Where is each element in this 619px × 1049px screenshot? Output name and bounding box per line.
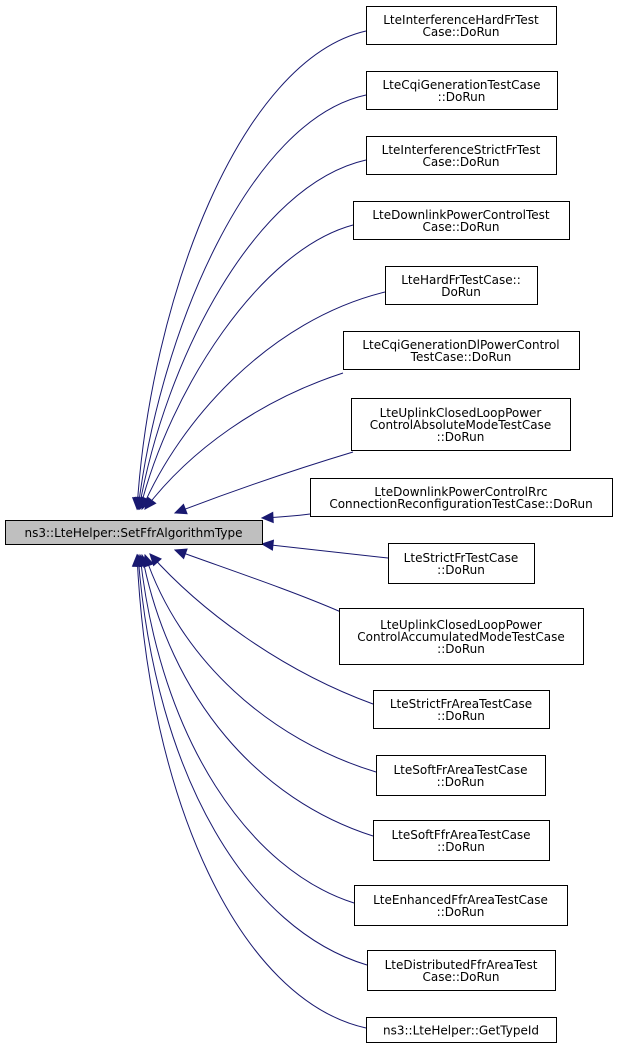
edge-strict-fr-area (149, 553, 374, 705)
caller-node-uplink-closed-loop-accumulated-label-line: ::DoRun (437, 642, 485, 656)
caller-node-uplink-closed-loop-absolute-box (351, 398, 571, 451)
caller-node-interference-strict-fr-label-line: LteInterferenceStrictFrTest (382, 143, 541, 157)
edge-interference-strict-fr (138, 159, 367, 510)
caller-node-downlink-power-control-rrc-label-line: LteDownlinkPowerControlRrc (374, 485, 547, 499)
caller-node-interference-hard-fr-label-line: Case::DoRun (422, 25, 499, 39)
caller-node-soft-fr-area[interactable]: LteSoftFrAreaTestCase::DoRun (376, 755, 546, 796)
edge-distributed-ffr-area (137, 554, 368, 966)
caller-node-soft-fr-area-box (376, 755, 546, 796)
caller-node-strict-fr[interactable]: LteStrictFrTestCase::DoRun (388, 543, 535, 584)
caller-node-uplink-closed-loop-accumulated[interactable]: LteUplinkClosedLoopPowerControlAccumulat… (339, 608, 584, 665)
caller-node-cqi-generation-dl-power-box (343, 331, 580, 370)
caller-node-soft-ffr-area[interactable]: LteSoftFfrAreaTestCase::DoRun (373, 820, 550, 861)
caller-node-strict-fr-label-line: ::DoRun (437, 563, 485, 577)
caller-node-uplink-closed-loop-absolute-label-line: ::DoRun (437, 430, 485, 444)
edge-arrowhead (173, 503, 188, 515)
main-node-label-line: ns3::LteHelper::SetFfrAlgorithmType (25, 526, 243, 540)
edge-arrowhead (131, 553, 144, 567)
caller-node-cqi-generation-label-line: LteCqiGenerationTestCase (382, 78, 540, 92)
caller-node-get-type-id[interactable]: ns3::LteHelper::GetTypeId (366, 1017, 557, 1043)
caller-node-uplink-closed-loop-absolute-label-line: ControlAbsoluteModeTestCase (370, 418, 552, 432)
edge-arrowhead (173, 548, 188, 560)
caller-node-uplink-closed-loop-absolute[interactable]: LteUplinkClosedLoopPowerControlAbsoluteM… (351, 398, 571, 451)
main-node-box (5, 520, 263, 545)
main-node[interactable]: ns3::LteHelper::SetFfrAlgorithmType (5, 520, 263, 545)
caller-node-soft-fr-area-label-line: ::DoRun (437, 775, 485, 789)
caller-node-hard-fr[interactable]: LteHardFrTestCase::DoRun (385, 266, 538, 305)
edge-arrowhead (260, 511, 274, 524)
caller-node-strict-fr-area-label-line: ::DoRun (437, 709, 485, 723)
caller-node-enhanced-ffr-area[interactable]: LteEnhancedFfrAreaTestCase::DoRun (354, 885, 568, 926)
caller-node-uplink-closed-loop-accumulated-label-line: ControlAccumulatedModeTestCase (357, 630, 565, 644)
edge-hard-fr (141, 291, 386, 510)
edge-arrowhead (144, 496, 157, 510)
caller-node-interference-hard-fr-box (366, 6, 557, 45)
caller-node-interference-strict-fr-box (366, 136, 557, 175)
caller-node-soft-ffr-area-label-line: LteSoftFfrAreaTestCase (391, 828, 530, 842)
caller-node-soft-ffr-area-box (373, 820, 550, 861)
caller-node-distributed-ffr-area-label-line: Case::DoRun (422, 970, 499, 984)
caller-node-strict-fr-label-line: LteStrictFrTestCase (404, 551, 519, 565)
caller-node-cqi-generation[interactable]: LteCqiGenerationTestCase::DoRun (366, 71, 558, 110)
edge-strict-fr (261, 543, 389, 559)
nodes-layer: ns3::LteHelper::SetFfrAlgorithmType LteIn… (5, 6, 613, 1043)
edge-arrowhead (260, 539, 275, 551)
caller-node-downlink-power-control-rrc-box (310, 478, 613, 517)
caller-node-downlink-power-control-box (353, 201, 570, 240)
edge-soft-ffr-area (141, 554, 374, 837)
caller-node-downlink-power-control-label-line: Case::DoRun (422, 220, 499, 234)
caller-node-strict-fr-box (388, 543, 535, 584)
edge-interference-hard-fr (136, 30, 367, 510)
caller-node-strict-fr-area[interactable]: LteStrictFrAreaTestCase::DoRun (373, 690, 550, 729)
caller-node-soft-ffr-area-label-line: ::DoRun (437, 840, 485, 854)
caller-node-distributed-ffr-area-label-line: LteDistributedFfrAreaTest (385, 958, 538, 972)
edge-uplink-closed-loop-accumulated (174, 549, 342, 613)
caller-node-downlink-power-control-label-line: LteDownlinkPowerControlTest (372, 208, 550, 222)
caller-node-hard-fr-label-line: LteHardFrTestCase:: (401, 273, 521, 287)
caller-node-strict-fr-area-label-line: LteStrictFrAreaTestCase (390, 697, 532, 711)
caller-node-enhanced-ffr-area-label-line: LteEnhancedFfrAreaTestCase (373, 893, 548, 907)
edge-downlink-power-control (139, 224, 354, 510)
caller-node-interference-strict-fr-label-line: Case::DoRun (422, 155, 499, 169)
caller-node-cqi-generation-label-line: ::DoRun (438, 90, 486, 104)
caller-node-cqi-generation-dl-power-label-line: TestCase::DoRun (410, 350, 512, 364)
edge-cqi-generation (137, 94, 367, 510)
caller-node-strict-fr-area-box (373, 690, 550, 729)
caller-node-get-type-id-box (366, 1017, 557, 1043)
edge-soft-fr-area (144, 554, 377, 773)
caller-node-downlink-power-control-rrc[interactable]: LteDownlinkPowerControlRrcConnectionReco… (310, 478, 613, 517)
caller-node-soft-fr-area-label-line: LteSoftFrAreaTestCase (393, 763, 527, 777)
edges-layer (131, 30, 389, 1029)
caller-node-cqi-generation-box (366, 71, 558, 110)
caller-node-downlink-power-control-rrc-label-line: ConnectionReconfigurationTestCase::DoRun (329, 497, 592, 511)
caller-node-hard-fr-label-line: DoRun (441, 285, 481, 299)
caller-node-uplink-closed-loop-absolute-label-line: LteUplinkClosedLoopPower (380, 406, 542, 420)
caller-node-uplink-closed-loop-accumulated-label-line: LteUplinkClosedLoopPower (380, 618, 542, 632)
caller-node-interference-hard-fr-label-line: LteInterferenceHardFrTest (383, 13, 539, 27)
caller-node-hard-fr-box (385, 266, 538, 305)
caller-node-cqi-generation-dl-power[interactable]: LteCqiGenerationDlPowerControlTestCase::… (343, 331, 580, 370)
caller-node-cqi-generation-dl-power-label-line: LteCqiGenerationDlPowerControl (362, 338, 559, 352)
edge-uplink-closed-loop-absolute (174, 451, 354, 514)
edge-get-type-id (136, 554, 367, 1029)
caller-node-enhanced-ffr-area-label-line: ::DoRun (437, 905, 485, 919)
caller-node-uplink-closed-loop-accumulated-box (339, 608, 584, 665)
caller-node-distributed-ffr-area-box (367, 950, 556, 991)
edge-enhanced-ffr-area (139, 554, 355, 904)
edge-cqi-generation-dl-power (144, 372, 344, 510)
caller-node-get-type-id-label-line: ns3::LteHelper::GetTypeId (383, 1024, 539, 1038)
caller-node-enhanced-ffr-area-box (354, 885, 568, 926)
